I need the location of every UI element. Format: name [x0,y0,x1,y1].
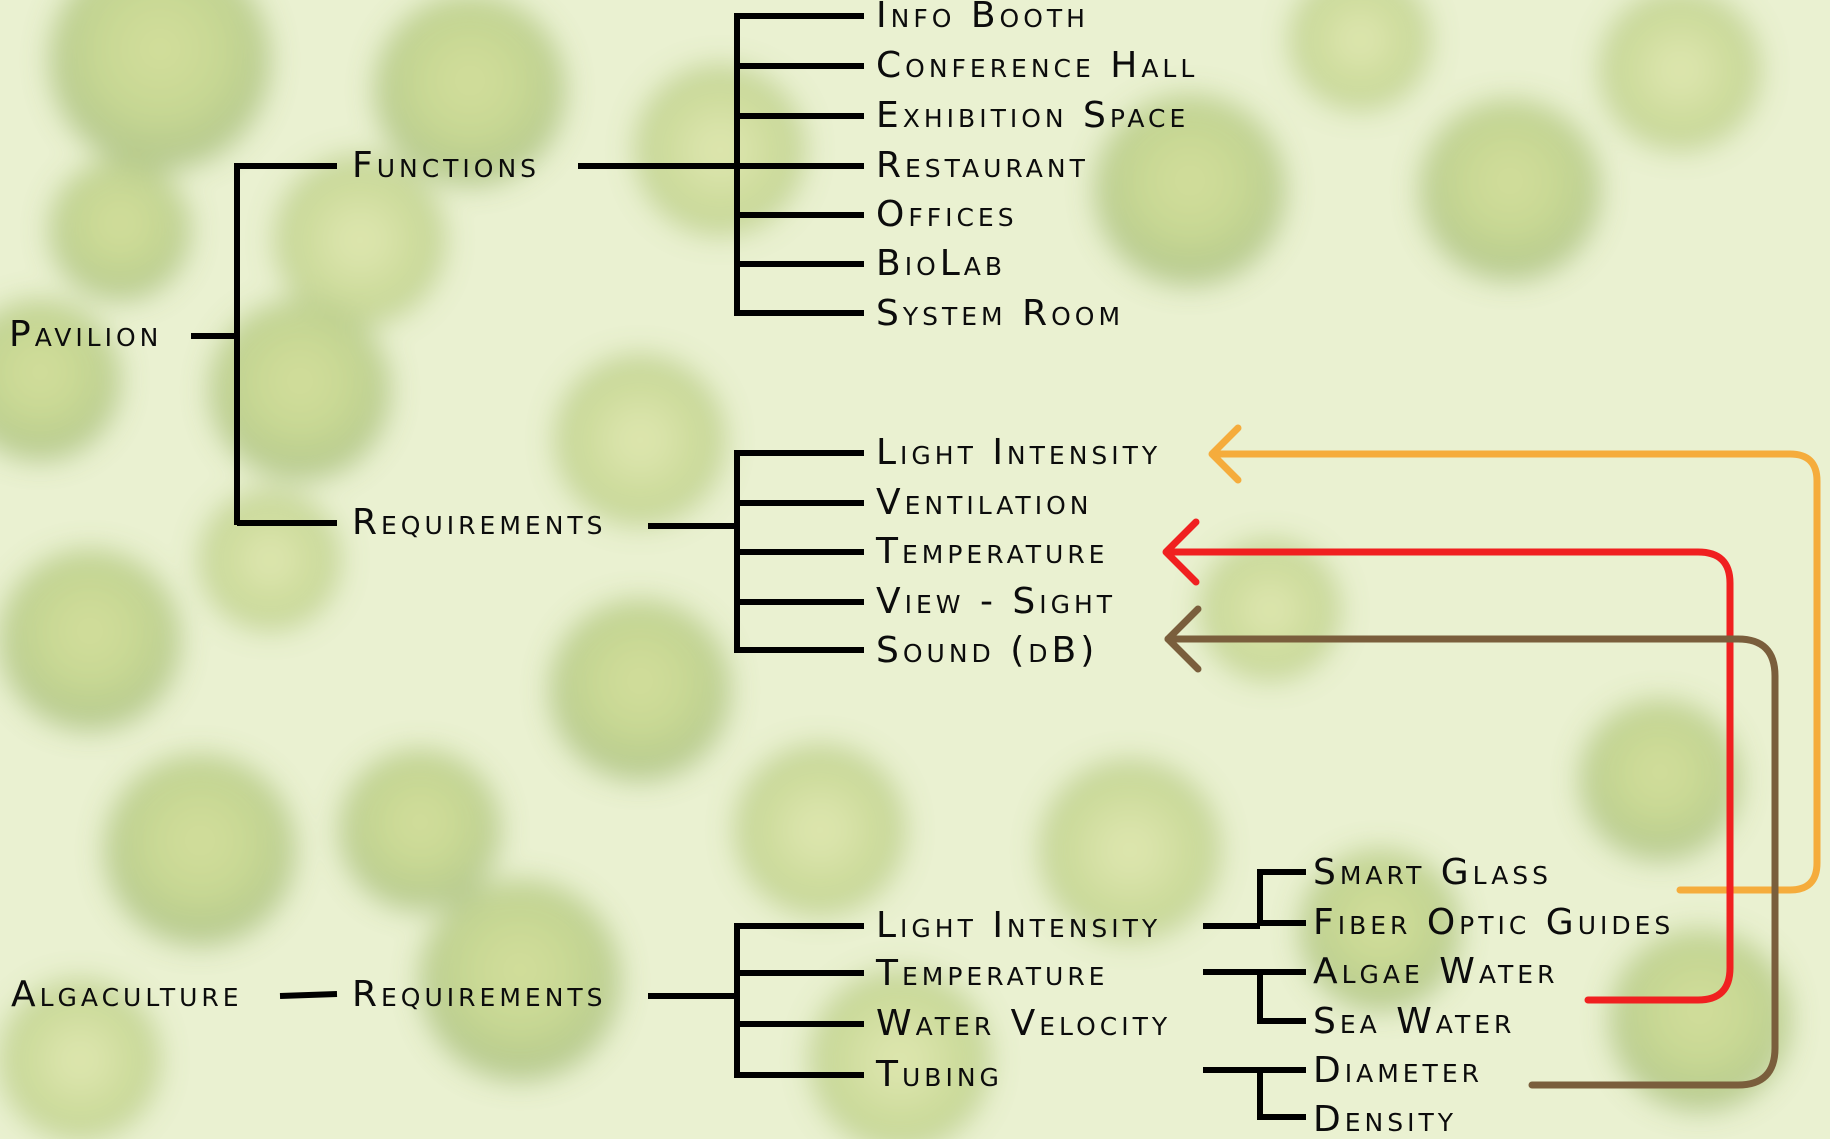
orange-link-arrow [1212,450,1821,894]
requirement-item: Sound (dB) [876,630,1098,671]
functions-label: Functions [352,145,540,186]
temperature-option-item: Algae Water [1313,951,1558,992]
algaculture-tree-lines [279,869,1306,1120]
requirement-item: Ventilation [876,482,1092,523]
algae-requirement-item: Temperature [875,953,1108,994]
temperature-option-item: Sea Water [1313,1001,1515,1042]
algae-requirement-item: Light Intensity [876,905,1161,946]
brown-arrowhead [1164,605,1202,673]
algaculture-requirements-label: Requirements [352,974,607,1015]
requirement-item: View - Sight [876,581,1116,622]
algaculture-root-label: Algaculture [11,974,243,1015]
algaculture-connector [279,991,338,999]
function-item: System Room [876,293,1124,334]
function-item: BioLab [876,243,1006,284]
tubing-option-item: Density [1313,1099,1457,1139]
function-item: Restaurant [876,145,1089,186]
function-item: Exhibition Space [876,95,1189,136]
pavilion-tree-lines [191,13,864,653]
tubing-option-item: Diameter [1313,1050,1483,1091]
pavilion-root-label: Pavilion [9,314,162,355]
function-item: Info Booth [876,0,1089,36]
feedback-arrows [1162,424,1821,1089]
light-option-item: Fiber Optic Guides [1313,902,1674,943]
pavilion-requirements-label: Requirements [352,502,607,543]
red-arrowhead [1162,518,1200,586]
requirement-item: Light Intensity [876,432,1161,473]
brown-link-arrow [1164,635,1779,1089]
function-item: Offices [876,194,1018,235]
algae-requirement-item: Water Velocity [876,1003,1171,1044]
function-item: Conference Hall [876,45,1198,86]
algae-requirement-item: Tubing [875,1054,1003,1095]
red-link-arrow [1164,548,1734,1004]
orange-arrowhead [1208,424,1242,484]
requirement-item: Temperature [875,531,1108,572]
light-option-item: Smart Glass [1313,852,1552,893]
